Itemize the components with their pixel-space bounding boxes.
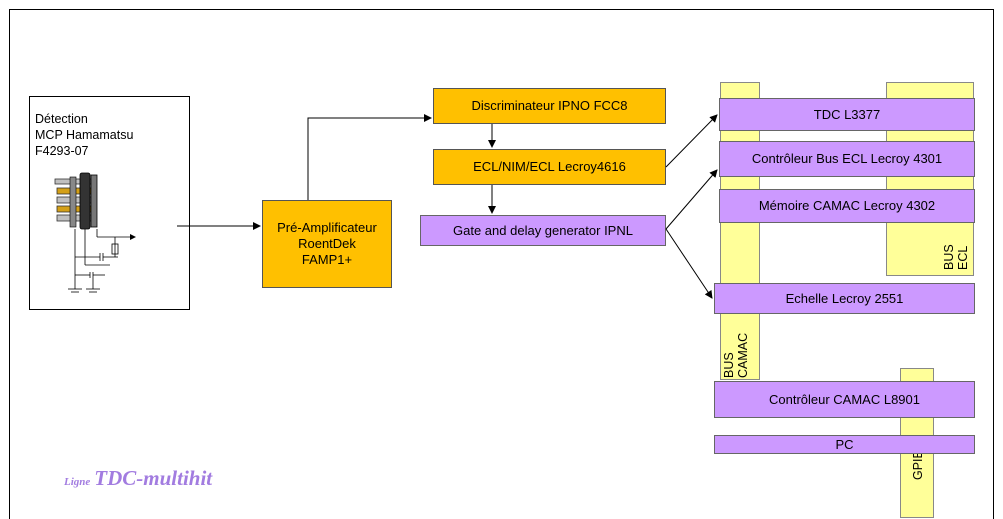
memoire-camac-module: Mémoire CAMAC Lecroy 4302: [719, 189, 975, 223]
gate-delay-generator-box: Gate and delay generator IPNL: [420, 215, 666, 246]
diagram-frame: [9, 9, 994, 519]
controleur-bus-ecl-module: Contrôleur Bus ECL Lecroy 4301: [719, 141, 975, 177]
bus-camac-bar: [720, 82, 760, 380]
arrow-gate-to-echelle: [665, 228, 713, 299]
mcp-detector-schematic: [54, 172, 136, 293]
discriminateur-box: Discriminateur IPNO FCC8: [433, 88, 666, 124]
preamplifier-box: Pré-Amplificateur RoentDek FAMP1+: [262, 200, 392, 288]
arrow-ecl-to-tdc: [665, 114, 718, 168]
tdc-module: TDC L3377: [719, 98, 975, 131]
arrow-preamp-to-discriminateur: [307, 114, 432, 200]
ecl-nim-ecl-box: ECL/NIM/ECL Lecroy4616: [433, 149, 666, 185]
echelle-module: Echelle Lecroy 2551: [714, 283, 975, 314]
arrow-gate-to-controleur: [665, 169, 718, 230]
detection-text: Détection MCP Hamamatsu F4293-07: [35, 112, 134, 158]
detection-box: Détection MCP Hamamatsu F4293-07: [29, 96, 190, 310]
pc-module: PC: [714, 435, 975, 454]
controleur-camac-module: Contrôleur CAMAC L8901: [714, 381, 975, 418]
diagram-caption: Ligne TDC-multihit: [64, 466, 213, 490]
